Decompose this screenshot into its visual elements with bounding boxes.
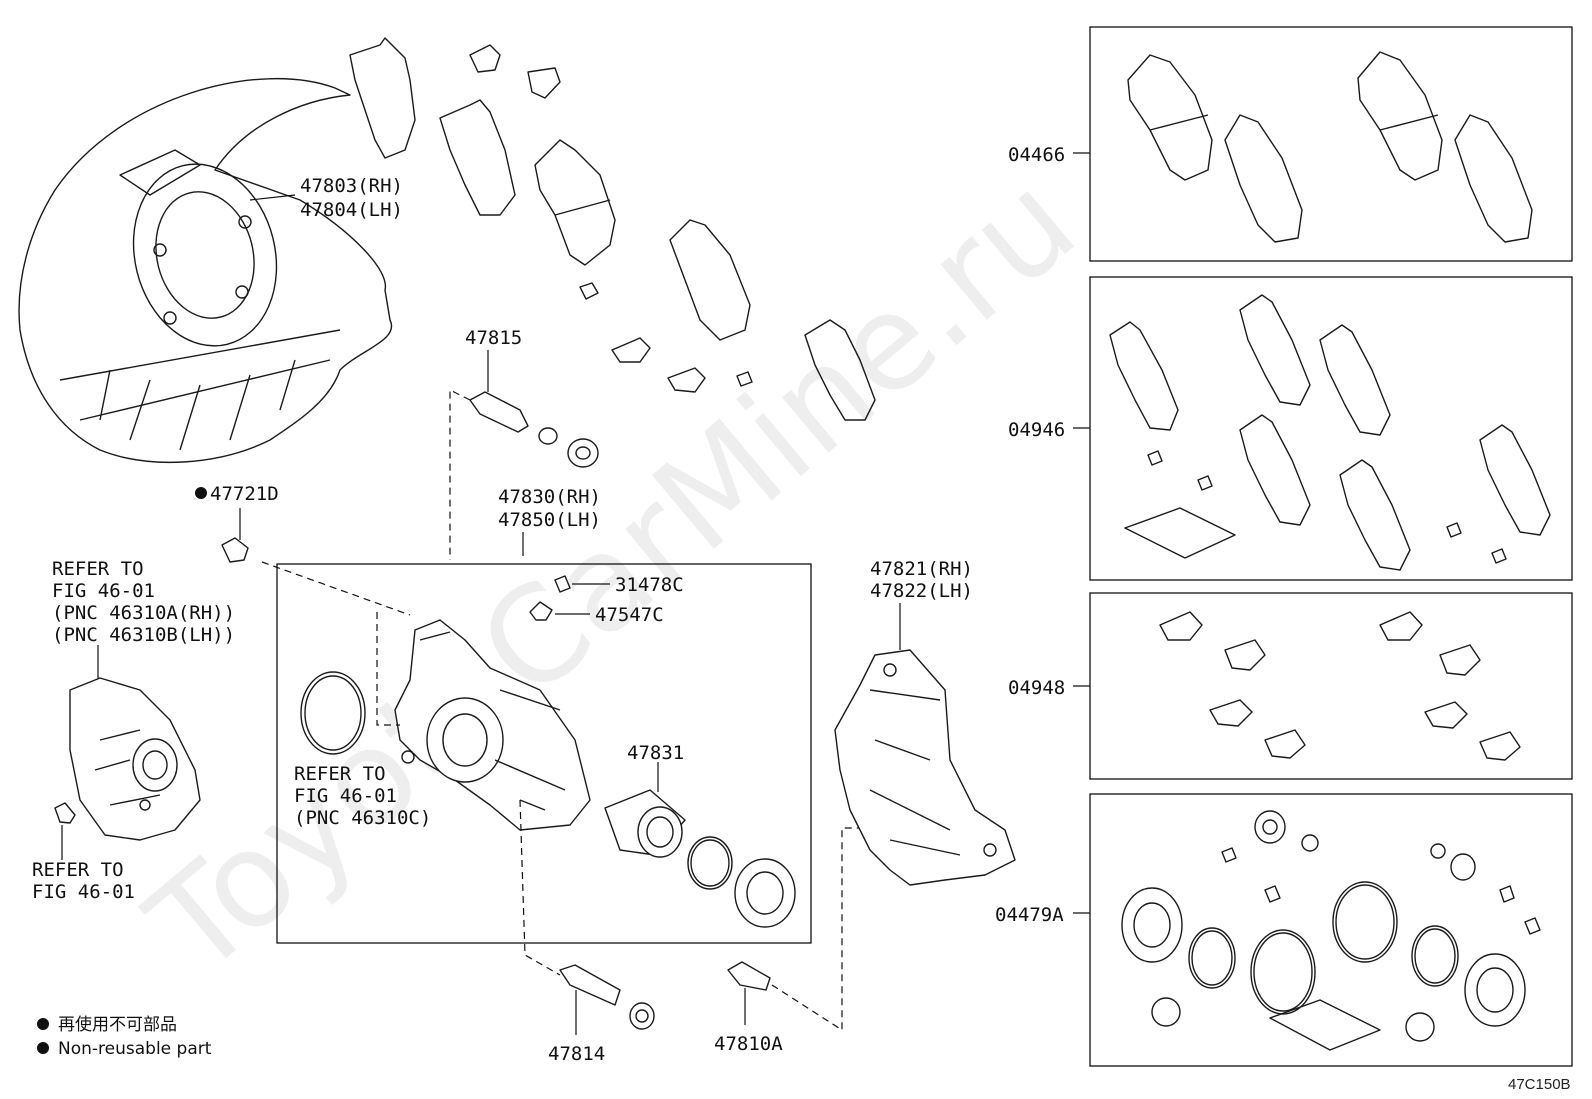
kit-04479a-seals[interactable]: [1121, 810, 1541, 1051]
caliper-group-box: [276, 563, 812, 944]
refer-a-line4: (PNC 46310B(LH)): [52, 624, 235, 646]
piston-47831-label: 47831: [627, 742, 684, 764]
kit-04946-shims[interactable]: [1109, 294, 1551, 571]
bolt-47721d-drawing[interactable]: [221, 537, 249, 563]
caliper-body-drawing[interactable]: [394, 619, 591, 831]
refer-b-line2: FIG 46-01: [32, 881, 135, 903]
kit-04466-pads[interactable]: [1127, 51, 1533, 243]
caliper-assembly-drawing[interactable]: [69, 677, 201, 841]
refer-b-line1: REFER TO: [32, 859, 124, 881]
kit-box-04479a: [1089, 793, 1573, 1067]
caliper-left-dashline: [376, 612, 400, 726]
shield-label-lh: 47804(LH): [300, 199, 403, 221]
piston-drawing[interactable]: [604, 789, 686, 858]
bleeder-screw-drawing[interactable]: [54, 802, 76, 824]
bolt-47721d-dashline: [261, 561, 411, 616]
refer-c-line3: (PNC 46310C): [294, 807, 431, 829]
shield-label-rh: 47803(RH): [300, 175, 403, 197]
kit-04479a-label: 04479A: [995, 904, 1064, 926]
bolt-47721d-label: 47721D: [210, 483, 279, 505]
legend-bullet-jp: [37, 1018, 49, 1030]
cap-31478c-label: 31478C: [615, 574, 684, 596]
plug-47547c-label: 47547C: [595, 604, 664, 626]
pin-47815-dashline: [449, 389, 471, 560]
legend-jp-text: 再使用不可部品: [58, 1014, 177, 1035]
pin-47814-label: 47814: [548, 1043, 605, 1065]
dust-shield-drawing[interactable]: [18, 77, 393, 464]
mounting-label-rh: 47821(RH): [870, 558, 973, 580]
non-reusable-mark: [195, 487, 207, 499]
kit-04948-clips[interactable]: [1159, 611, 1521, 761]
refer-a-line3: (PNC 46310A(RH)): [52, 602, 235, 624]
bolt-47810a-drawing[interactable]: [727, 961, 771, 991]
bleeder-cap-drawing[interactable]: [554, 575, 571, 593]
pad-shim-group[interactable]: [349, 37, 876, 421]
figure-code: 47C150B: [1508, 1076, 1571, 1093]
refer-c-line1: REFER TO: [294, 763, 386, 785]
mounting-bracket-drawing[interactable]: [834, 649, 1016, 886]
caliper-label-rh: 47830(RH): [498, 486, 601, 508]
legend-en-text: Non-reusable part: [58, 1039, 212, 1059]
shield-leader: [249, 194, 296, 201]
refer-c-line2: FIG 46-01: [294, 785, 397, 807]
mounting-label-lh: 47822(LH): [870, 580, 973, 602]
piston-seal-drawing[interactable]: [687, 836, 733, 890]
kit-04946-label: 04946: [1008, 419, 1065, 441]
bolt-47810a-label: 47810A: [714, 1033, 783, 1055]
kit-box-04466: [1089, 26, 1573, 262]
bolt-47810a-dashline: [771, 827, 862, 1032]
guide-pin-47814-drawing[interactable]: [559, 964, 655, 1030]
kit-box-04948: [1089, 592, 1573, 780]
pin-47814-dashline: [519, 799, 561, 976]
refer-a-line2: FIG 46-01: [52, 580, 155, 602]
kit-box-04946: [1089, 276, 1573, 581]
kit-04948-label: 04948: [1008, 677, 1065, 699]
seal-ring-left-drawing[interactable]: [300, 671, 366, 755]
piston-boot-drawing[interactable]: [734, 858, 796, 928]
legend-bullet-en: [37, 1042, 49, 1054]
kit-04466-label: 04466: [1008, 144, 1065, 166]
caliper-label-lh: 47850(LH): [498, 509, 601, 531]
bleeder-plug-drawing[interactable]: [529, 601, 553, 621]
refer-a-line1: REFER TO: [52, 558, 144, 580]
guide-pin-47815-drawing[interactable]: [469, 391, 599, 468]
pin-47815-label: 47815: [465, 327, 522, 349]
